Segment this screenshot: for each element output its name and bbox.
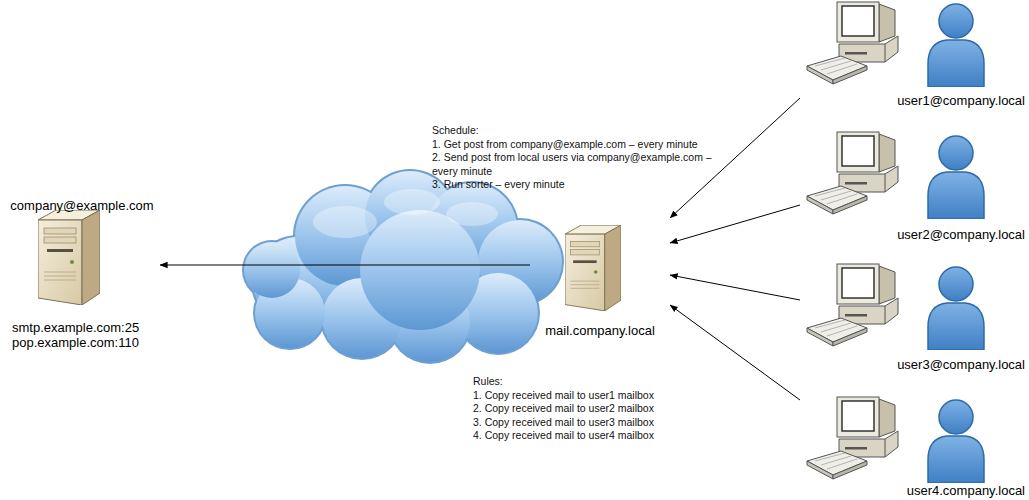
schedule-note: Schedule:1. Get post from company@exampl… [432, 124, 724, 192]
note-line: 2. Send post from local users via compan… [432, 151, 724, 178]
node-label: user1@company.local [897, 93, 1025, 108]
user-workstation: user4.company.local [800, 392, 1029, 500]
note-line: Rules: [473, 375, 773, 389]
note-line: 4. Copy received mail to user4 mailbox [473, 429, 773, 443]
cloud-highlight [313, 189, 498, 238]
computer-icon [807, 397, 898, 479]
note-line: 2. Copy received mail to user2 mailbox [473, 402, 773, 416]
cloud-fill [244, 171, 562, 362]
note-line: 3. Run sorter – every minute [432, 178, 724, 192]
connector-arrow [670, 305, 800, 400]
server-icon [565, 225, 621, 311]
user-icon [928, 136, 984, 219]
user-workstation: user2@company.local [800, 128, 1029, 244]
connector-arrow [160, 265, 530, 266]
node-label: user2@company.local [897, 227, 1025, 242]
cloud-outline [242, 169, 564, 364]
node-label: user3@company.local [897, 357, 1025, 372]
server-icon [38, 210, 100, 305]
connector-arrow [670, 205, 800, 243]
local-mail-server: mail.company.local [530, 216, 670, 340]
node-label: smtp.example.com:25 pop.example.com:110 [12, 320, 152, 350]
note-line: 1. Get post from company@example.com – e… [432, 138, 724, 152]
note-line: 3. Copy received mail to user3 mailbox [473, 416, 773, 430]
computer-icon [807, 132, 898, 214]
node-label: company@example.com [10, 198, 153, 213]
note-line: 1. Copy received mail to user1 mailbox [473, 389, 773, 403]
computer-icon [807, 264, 898, 346]
node-label: user4.company.local [907, 483, 1025, 498]
user-workstation: user3@company.local [800, 258, 1029, 374]
rules-note: Rules:1. Copy received mail to user1 mai… [473, 375, 773, 443]
note-line: Schedule: [432, 124, 724, 138]
user-icon [928, 267, 984, 350]
user-icon [928, 400, 984, 483]
connector-arrow [670, 275, 800, 300]
user-workstation: user1@company.local [800, 0, 1029, 110]
node-label: mail.company.local [545, 323, 655, 338]
cloud [242, 169, 564, 364]
computer-icon [807, 2, 898, 84]
mail-server: company@example.com smtp.example.com:25 p… [4, 196, 160, 352]
user-icon [928, 4, 984, 87]
